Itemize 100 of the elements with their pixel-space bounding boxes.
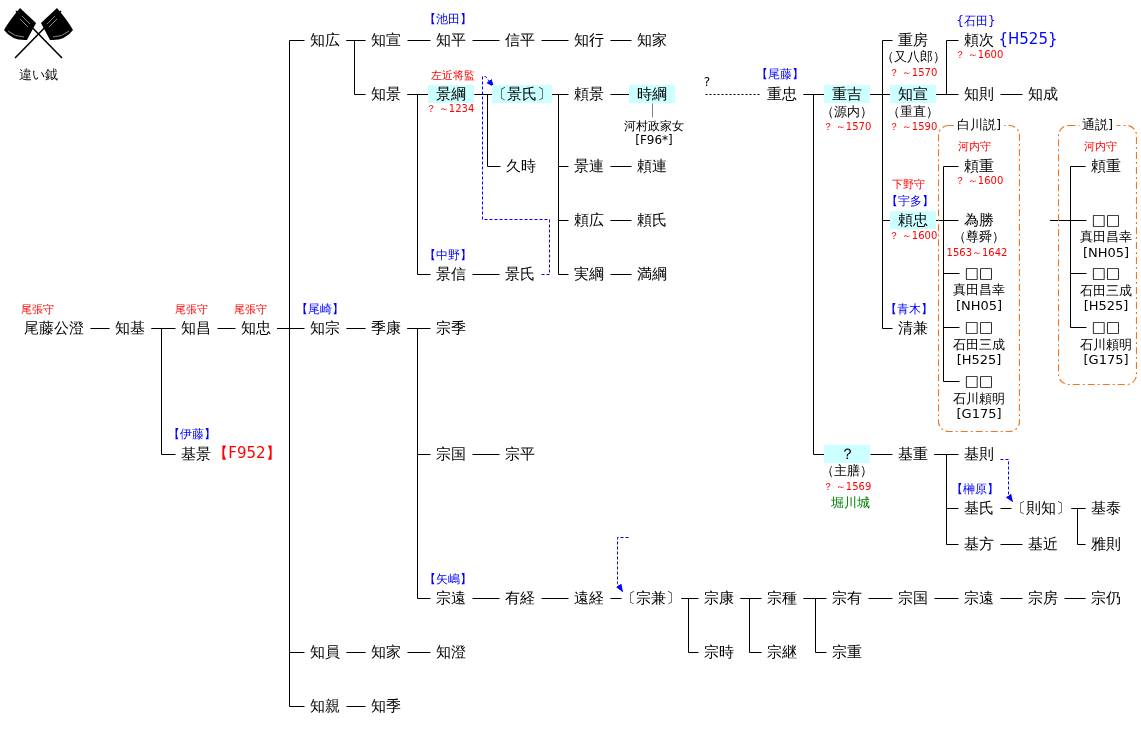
connector-line [740,598,762,653]
person-name: □□ [958,372,1000,390]
life-dates: ？ ～1570 [888,67,938,79]
connector-line [1000,598,1023,599]
connector-line [868,598,893,599]
person-name: 知昌 [175,319,217,337]
life-dates: ？ ～1590 [888,121,938,133]
person-name: 宗季 [430,319,472,337]
connector-line [552,94,569,275]
connector-line [610,220,632,221]
connector-line [541,40,569,41]
person-name: 基泰 [1085,499,1127,517]
person-name: 重房 [892,31,934,49]
life-dates: ？ ～1600 [954,175,1004,187]
person-name: 基則 [958,445,1000,463]
person-name: 信平 [499,31,541,49]
connector-line [472,454,500,455]
person-name: 宗遠 [958,589,1000,607]
person-name: 知基 [109,319,151,337]
source-code: {H525} [998,31,1058,49]
connector-line [474,94,501,167]
connector-line [1000,544,1023,545]
connector-line [681,598,699,653]
edge-label: ? [703,75,711,89]
person-name: □□ [1085,264,1127,282]
clan-name: 【尾崎】 [296,303,344,317]
person-name: 頼重 [1085,157,1127,175]
connector-line [610,166,632,167]
person-name: □□ [958,318,1000,336]
person-name: 知宣 [365,31,407,49]
person-name: 宗重 [826,643,868,661]
person-name: 頼連 [631,157,673,175]
highlighted-name-box: ？ [824,445,870,463]
person-name: 雅則 [1085,535,1127,553]
person-name: 宗継 [761,643,803,661]
person-name: 久時 [500,157,542,175]
person-name: 知家 [631,31,673,49]
person-name: 宗仍 [1085,589,1127,607]
person-name: 基重 [892,445,934,463]
person-name: 知景 [365,85,407,103]
source-code: [H525] [1083,298,1129,314]
connector-line [934,598,959,599]
source-code: [F96*] [635,134,673,148]
connector-line [610,94,630,95]
highlighted-name-box: 〔景氏〕 [492,85,552,103]
dotted-line [705,94,762,95]
connector-line [1064,598,1086,599]
person-name: 宗康 [698,589,740,607]
dashed-group-box [938,116,1020,432]
person-name: 宗種 [761,589,803,607]
connector-line [870,454,893,455]
dashed-arrow [1000,459,1013,503]
clan-name: 【矢嶋】 [424,573,472,587]
life-dates: ？ ～1600 [954,49,1004,61]
person-name: 遠経 [568,589,610,607]
connector-line [472,274,500,275]
person-name: 知親 [304,697,346,715]
person-name: 知広 [304,31,346,49]
person-name: 宗房 [1022,589,1064,607]
highlighted-name-box: 知宣 [890,85,936,103]
source-code: [G175] [1083,352,1129,368]
person-name: 尾藤公澄 [18,319,90,337]
group-heading: 白川説] [953,116,1005,133]
highlighted-name-box: 頼忠 [890,211,936,229]
connector-line [346,40,366,95]
person-name: 宗平 [499,445,541,463]
source-code: [G175] [956,406,1002,422]
crest-name: 違い鉞 [18,66,58,84]
alias-name: （又八郎） [880,49,946,65]
court-title: 河内守 [1083,140,1117,154]
connector-line [1000,94,1023,95]
person-name: 宗時 [698,643,740,661]
castle-name: 堀川城 [830,495,870,511]
alias-name: （主膳） [821,463,873,479]
person-name: 景連 [568,157,610,175]
source-code: [H525] [956,352,1002,368]
clan-name: 【池田】 [424,13,472,27]
connector-line [870,94,893,329]
related-name: 石田三成 [1080,283,1132,299]
person-name: 頼広 [568,211,610,229]
highlighted-name-box: 時綱 [629,85,675,103]
connector-line [936,94,959,95]
person-name: 満綱 [631,265,673,283]
person-name: 宗有 [826,589,868,607]
person-name: 知宗 [304,319,346,337]
person-name: 知則 [958,85,1000,103]
connector-line [803,94,825,455]
person-name: □□ [958,264,1000,282]
dashed-arrow [615,537,629,593]
life-dates: ？ ～1569 [822,481,872,493]
person-name: □□ [1085,211,1127,229]
person-name: 知澄 [430,643,472,661]
person-name: 宗国 [430,445,472,463]
person-name: 景信 [430,265,472,283]
connector-line [936,220,960,382]
life-dates: ？ ～1600 [888,230,938,242]
court-title: 下野守 [891,178,925,192]
person-name: 実綱 [568,265,610,283]
clan-name: 【中野】 [424,249,472,263]
person-name: 〔宗兼〕 [621,589,681,607]
